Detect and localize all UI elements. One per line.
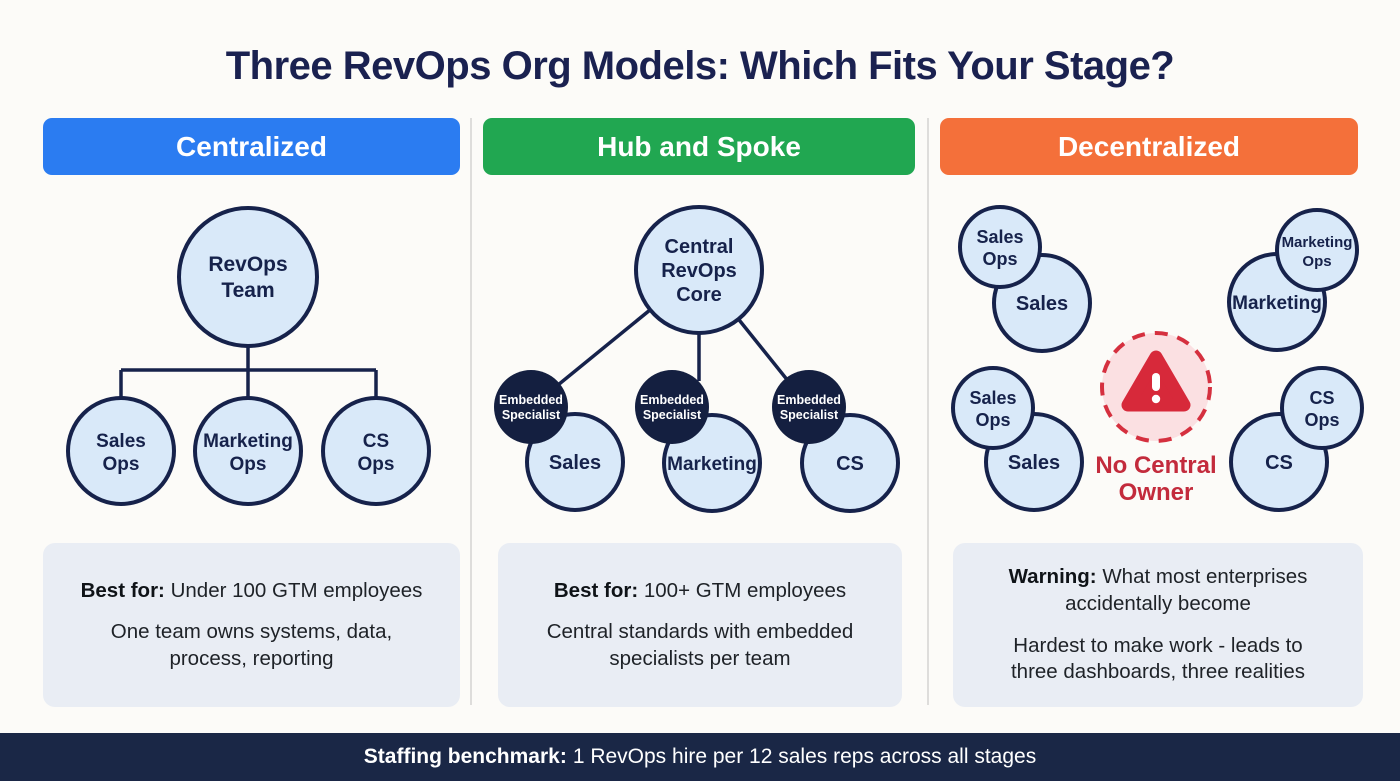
embedded-specialist-label: Specialist: [502, 408, 561, 422]
column-header-label: Hub and Spoke: [597, 130, 801, 162]
warning-text: Warning: What most enterprises accidenta…: [1008, 565, 1308, 615]
sales-label: Sales: [1016, 293, 1068, 315]
detail-text: Central standards with embedded speciali…: [546, 620, 854, 670]
warning-triangle-icon: [1121, 350, 1191, 412]
column-divider: [927, 118, 929, 705]
cs-label: CS: [836, 453, 864, 475]
info-box-hub-and-spoke: Best for: 100+ GTM employees Central sta…: [498, 543, 902, 707]
sales-ops-label: Sales: [969, 388, 1016, 408]
sales-ops-label: Sales: [96, 431, 146, 452]
embedded-specialist-label: Specialist: [780, 408, 839, 422]
marketing-ops-node: [1275, 208, 1359, 292]
revops-team-label: RevOps: [208, 253, 287, 276]
sales-ops-label: Ops: [975, 410, 1010, 430]
sales-label: Sales: [549, 452, 601, 474]
marketing-ops-node: [193, 396, 303, 506]
no-central-owner-label: Owner: [1119, 479, 1194, 506]
sales-ops-label: Ops: [982, 249, 1017, 269]
cs-ops-label: Ops: [358, 454, 395, 475]
central-revops-core-label: Central: [665, 236, 734, 258]
column-divider: [470, 118, 472, 705]
marketing-label: Marketing: [667, 454, 757, 475]
detail-text: Hardest to make work - leads to three da…: [1010, 633, 1305, 684]
column-header-hub-and-spoke: Hub and Spoke: [483, 118, 915, 175]
footer-text: 1 RevOps hire per 12 sales reps across a…: [572, 745, 1037, 768]
revops-team-node: [177, 206, 319, 348]
best-for-text: Best for: Under 100 GTM employees: [80, 578, 423, 602]
page-title: Three RevOps Org Models: Which Fits Your…: [225, 44, 1175, 88]
info-box-centralized: Best for: Under 100 GTM employees One te…: [43, 543, 460, 707]
column-header-centralized: Centralized: [43, 118, 460, 175]
cs-ops-node: [1280, 366, 1364, 450]
sales-ops-label: Sales: [976, 227, 1023, 247]
embedded-specialist-badge: [635, 370, 709, 444]
embedded-specialist-label: Embedded: [777, 393, 841, 407]
hub-and-spoke-org-chart: Central RevOps Core Sales Marketing CS E…: [494, 205, 900, 513]
decentralized-org-chart: Sales Sales Ops Marketing Marketing Ops …: [951, 205, 1364, 512]
revops-team-label: Team: [221, 279, 274, 302]
embedded-specialist-label: Embedded: [499, 393, 563, 407]
embedded-specialist-label: Embedded: [640, 393, 704, 407]
cs-ops-node: [321, 396, 431, 506]
embedded-specialist-label: Specialist: [643, 408, 702, 422]
cs-ops-label: Ops: [1304, 410, 1339, 430]
no-central-owner-label: No Central: [1095, 452, 1216, 479]
detail-text: One team owns systems, data, process, re…: [110, 620, 393, 670]
embedded-specialist-badge: [494, 370, 568, 444]
footer-banner: Staffing benchmark: 1 RevOps hire per 12…: [0, 733, 1400, 781]
column-header-label: Centralized: [176, 130, 327, 162]
sales-label: Sales: [1008, 452, 1060, 474]
marketing-ops-label: Marketing: [1282, 234, 1353, 251]
marketing-label: Marketing: [1232, 293, 1322, 314]
embedded-specialist-badge: [772, 370, 846, 444]
sales-ops-label: Ops: [103, 454, 140, 475]
cs-label: CS: [1265, 452, 1293, 474]
info-box-decentralized: Warning: What most enterprises accidenta…: [953, 543, 1363, 707]
org-connector-lines: [119, 344, 378, 400]
central-revops-core-label: RevOps: [661, 260, 737, 282]
marketing-ops-label: Ops: [230, 454, 267, 475]
best-for-text: Best for: 100+ GTM employees: [553, 578, 847, 602]
sales-ops-node: [958, 205, 1042, 289]
marketing-ops-label: Marketing: [203, 431, 293, 452]
column-header-label: Decentralized: [1057, 130, 1241, 162]
sales-ops-node: [951, 366, 1035, 450]
central-revops-core-node: [634, 205, 764, 335]
marketing-ops-label: Ops: [1302, 253, 1331, 270]
cs-ops-label: CS: [1309, 388, 1334, 408]
central-revops-core-label: Core: [676, 284, 722, 306]
column-header-decentralized: Decentralized: [940, 118, 1358, 175]
sales-ops-node: [66, 396, 176, 506]
footer-lead: Staffing benchmark:: [363, 745, 567, 768]
cs-ops-label: CS: [363, 431, 389, 452]
centralized-org-chart: RevOps Team Sales Ops Marketing Ops CS O…: [66, 206, 431, 506]
